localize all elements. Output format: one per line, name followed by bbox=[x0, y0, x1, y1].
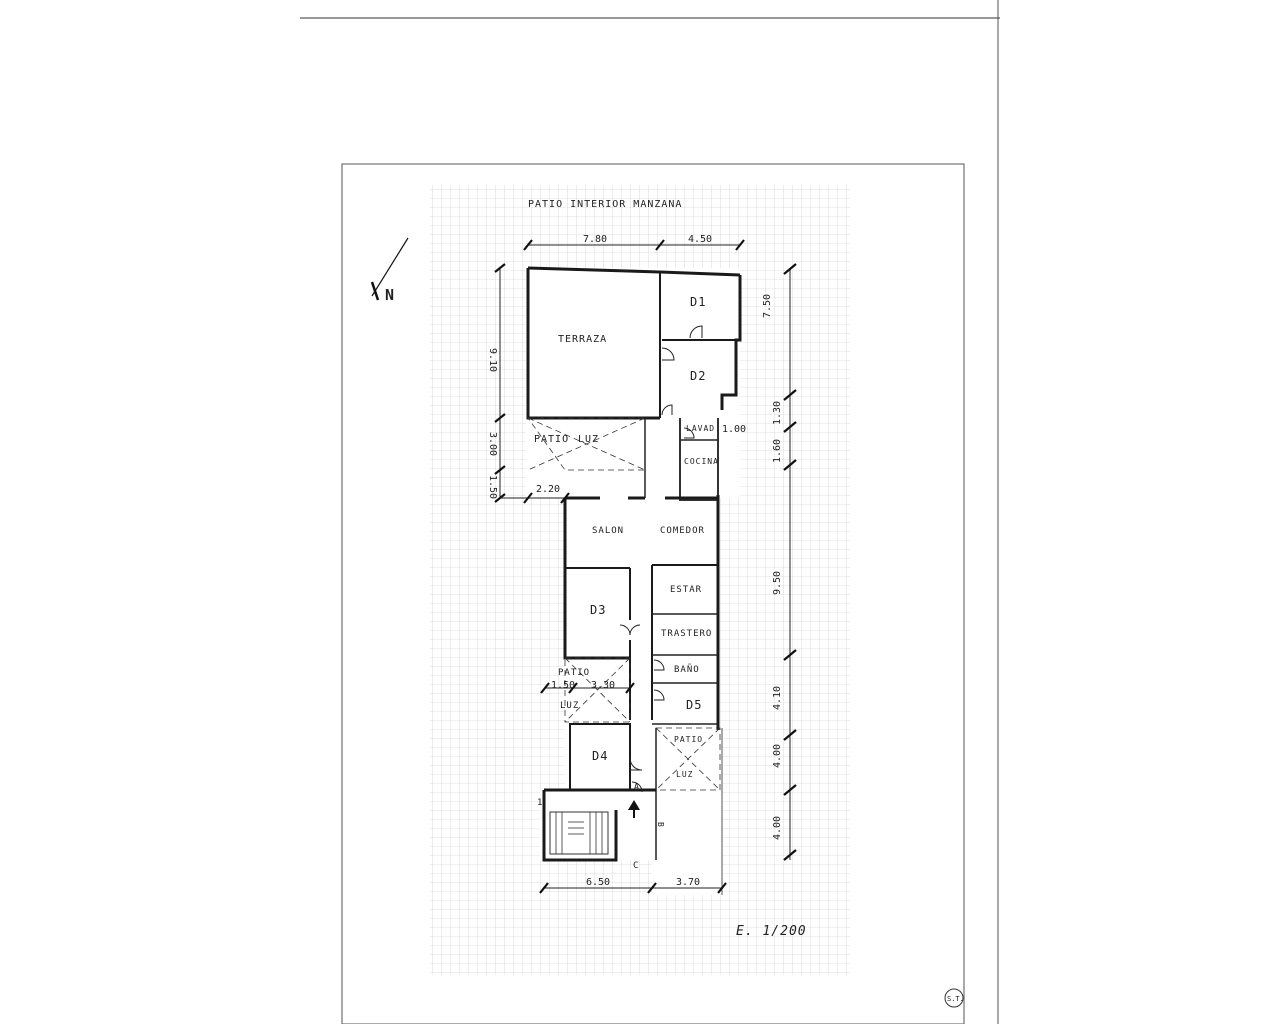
stair-wall bbox=[542, 788, 656, 862]
room-patio-luz-top-b: LUZ bbox=[578, 434, 599, 445]
room-d5: D5 bbox=[686, 698, 702, 712]
dim-bottom-left: 6.50 bbox=[586, 877, 610, 888]
room-cocina: COCINA bbox=[684, 457, 719, 466]
room-d3: D3 bbox=[590, 603, 606, 617]
dim-right-d: 4.00 bbox=[772, 744, 783, 768]
patio-left-outline bbox=[564, 657, 631, 723]
room-d1: D1 bbox=[690, 295, 706, 309]
dim-right-a: 1.30 bbox=[772, 401, 783, 425]
room-patio-right-a: PATIO bbox=[674, 735, 703, 744]
room-terraza: TERRAZA bbox=[558, 334, 607, 345]
room-patio-right-b: LUZ bbox=[676, 770, 693, 779]
plan-title: PATIO INTERIOR MANZANA bbox=[528, 199, 682, 210]
room-lavad: LAVAD. bbox=[686, 424, 721, 433]
patio-left-diag2 bbox=[564, 657, 631, 723]
dim-right-long: 9.50 bbox=[772, 571, 783, 595]
dim-left-low: 1.50 bbox=[487, 475, 498, 499]
dim-left-upper: 9.10 bbox=[487, 348, 498, 372]
door-icons bbox=[619, 325, 703, 793]
dim-top-left: 7.80 bbox=[583, 234, 607, 245]
patio-right-diag2 bbox=[655, 727, 721, 791]
room-d4: D4 bbox=[592, 749, 608, 763]
dim-patio-w2: 3.30 bbox=[591, 680, 615, 691]
plan-fill bbox=[526, 268, 740, 895]
patio-luz-top-diag2 bbox=[527, 417, 646, 471]
marker-c: C bbox=[633, 861, 639, 871]
stair-box bbox=[549, 811, 609, 855]
room-salon: SALON bbox=[592, 526, 624, 536]
room-d2: D2 bbox=[690, 369, 706, 383]
sheet-frame bbox=[341, 163, 965, 1024]
room-estar: ESTAR bbox=[670, 585, 702, 595]
cocina-wall bbox=[679, 418, 719, 501]
scale-label: E. 1/200 bbox=[736, 924, 807, 939]
marker-a: A bbox=[634, 782, 640, 791]
room-bano: BAÑO bbox=[674, 664, 700, 675]
entry-arrow-icon bbox=[628, 800, 640, 810]
dim-right-c: 4.10 bbox=[772, 686, 783, 710]
dim-left-mid: 3.00 bbox=[487, 432, 498, 456]
room-patio-left-b: LUZ bbox=[560, 701, 579, 711]
right-upper-wall bbox=[720, 275, 742, 410]
dim-lavad-w: 1.00 bbox=[722, 424, 746, 435]
marker-b: B bbox=[656, 822, 665, 828]
north-arrow-base-icon bbox=[370, 281, 380, 301]
dim-bottom-right: 3.70 bbox=[676, 877, 700, 888]
dim-right-b: 1.60 bbox=[772, 439, 783, 463]
initials-stamp bbox=[944, 988, 964, 1008]
room-patio-left-a: PATIO bbox=[558, 668, 590, 678]
dim-top-right: 4.50 bbox=[688, 234, 712, 245]
dim-patio-w: 1.50 bbox=[551, 680, 575, 691]
stair-steps-icon bbox=[555, 812, 603, 854]
dim-left-x: 2.20 bbox=[536, 484, 560, 495]
dim-right-top: 7.50 bbox=[762, 294, 773, 318]
north-label: N bbox=[385, 286, 395, 304]
room-patio-luz-top-a: PATIO bbox=[534, 434, 569, 445]
initials-text: S.T. bbox=[947, 995, 964, 1003]
room-trastero: TRASTERO bbox=[661, 629, 712, 639]
room-comedor: COMEDOR bbox=[660, 526, 705, 536]
north-arrow-icon bbox=[371, 237, 409, 297]
dim-right-e: 4.00 bbox=[772, 816, 783, 840]
patio-luz-top-outline bbox=[527, 417, 646, 471]
marker-one: 1 bbox=[537, 798, 543, 808]
